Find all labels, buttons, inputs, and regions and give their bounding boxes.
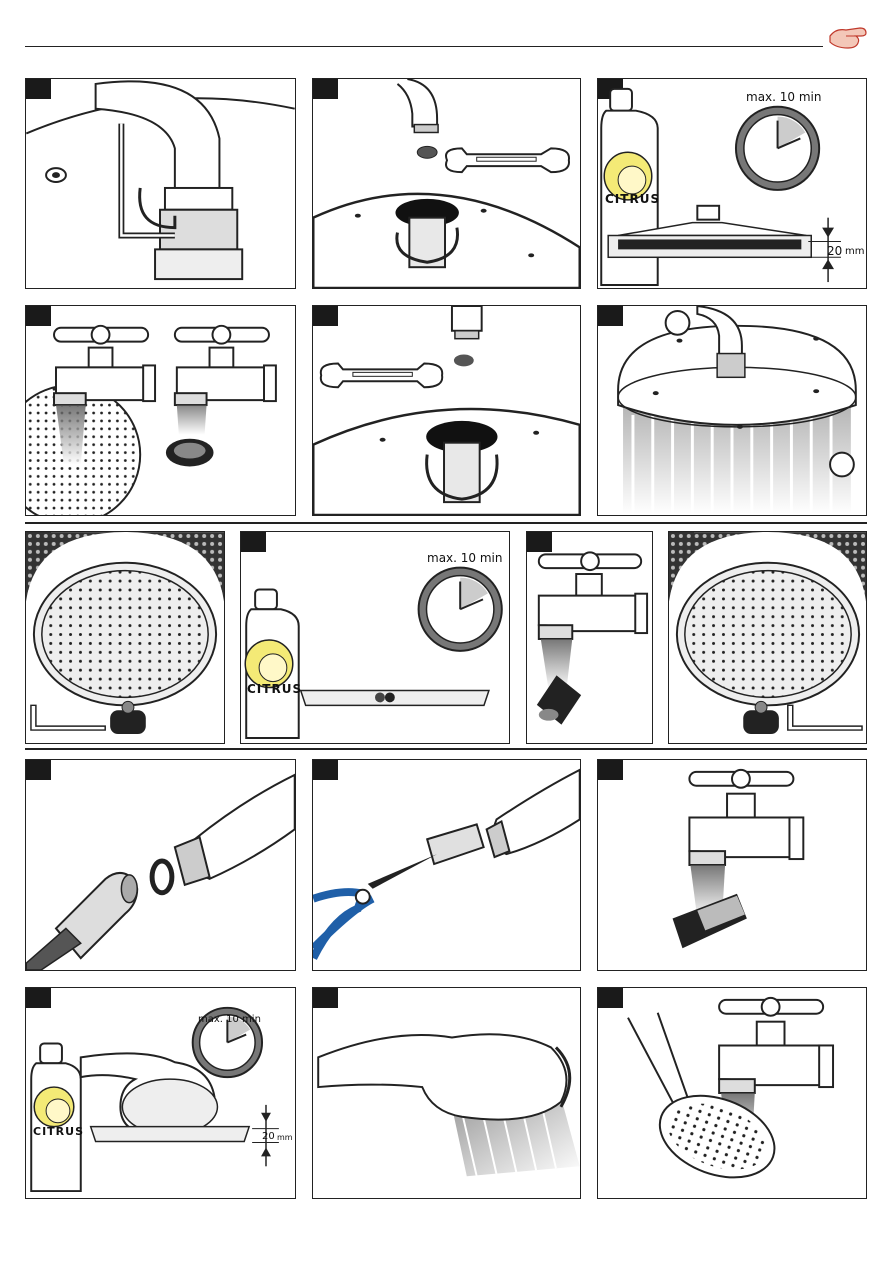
duration-label: max. 10 min <box>746 90 822 104</box>
depth-value: 20 <box>827 244 843 258</box>
citrus-label: CITRUS <box>33 1125 84 1138</box>
step-panel-6 <box>597 305 867 516</box>
step-panel-2 <box>312 78 581 289</box>
step-panel-11 <box>25 759 296 971</box>
depth-value: 20 <box>262 1131 275 1142</box>
step-badge <box>26 306 51 326</box>
step-badge <box>313 79 338 99</box>
step-panel-9 <box>526 531 653 744</box>
step-badge <box>527 532 552 552</box>
depth-unit: mm <box>845 246 865 257</box>
hand-warning-icon <box>829 27 867 49</box>
step-panel-14: max. 10 min CITRUS 20 mm <box>25 987 296 1199</box>
step-badge <box>241 532 266 552</box>
step-panel-3: max. 10 min CITRUS 20 mm <box>597 78 867 289</box>
step-panel-12 <box>312 759 581 971</box>
step-badge <box>313 760 338 780</box>
step-panel-8: max. 10 min CITRUS <box>240 531 510 744</box>
section-divider-1 <box>25 522 867 524</box>
step-badge <box>26 760 51 780</box>
citrus-label: CITRUS <box>247 682 303 696</box>
step-panel-13 <box>597 759 867 971</box>
step-badge <box>313 306 338 326</box>
section-divider-2 <box>25 748 867 750</box>
step-badge <box>26 79 51 99</box>
step-badge <box>598 988 623 1008</box>
step-panel-5 <box>312 305 581 516</box>
step-badge <box>313 988 338 1008</box>
step-panel-4 <box>25 305 296 516</box>
step-panel-15 <box>312 987 581 1199</box>
step-badge <box>598 760 623 780</box>
header-rule <box>25 46 823 47</box>
step-panel-7 <box>25 531 225 744</box>
duration-label: max. 10 min <box>198 1014 261 1025</box>
duration-label: max. 10 min <box>427 551 503 565</box>
step-panel-16 <box>597 987 867 1199</box>
citrus-label: CITRUS <box>605 192 661 206</box>
step-badge <box>598 306 623 326</box>
step-badge <box>26 988 51 1008</box>
step-panel-1 <box>25 78 296 289</box>
step-panel-10 <box>668 531 867 744</box>
depth-unit: mm <box>277 1133 293 1142</box>
